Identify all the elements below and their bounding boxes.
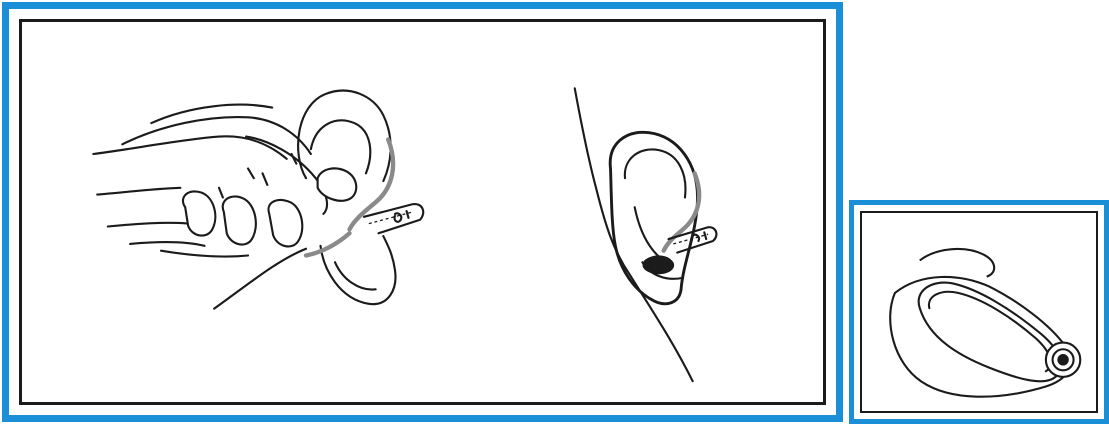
instruction-illustration-panel xyxy=(2,2,843,422)
hand-inserting-earpiece-icon xyxy=(93,91,423,309)
earpiece-detail-panel xyxy=(849,200,1109,424)
ear-with-earpiece-icon xyxy=(575,88,717,381)
earpiece-tip-detail-icon xyxy=(854,205,1104,419)
insertion-illustration xyxy=(9,9,836,415)
